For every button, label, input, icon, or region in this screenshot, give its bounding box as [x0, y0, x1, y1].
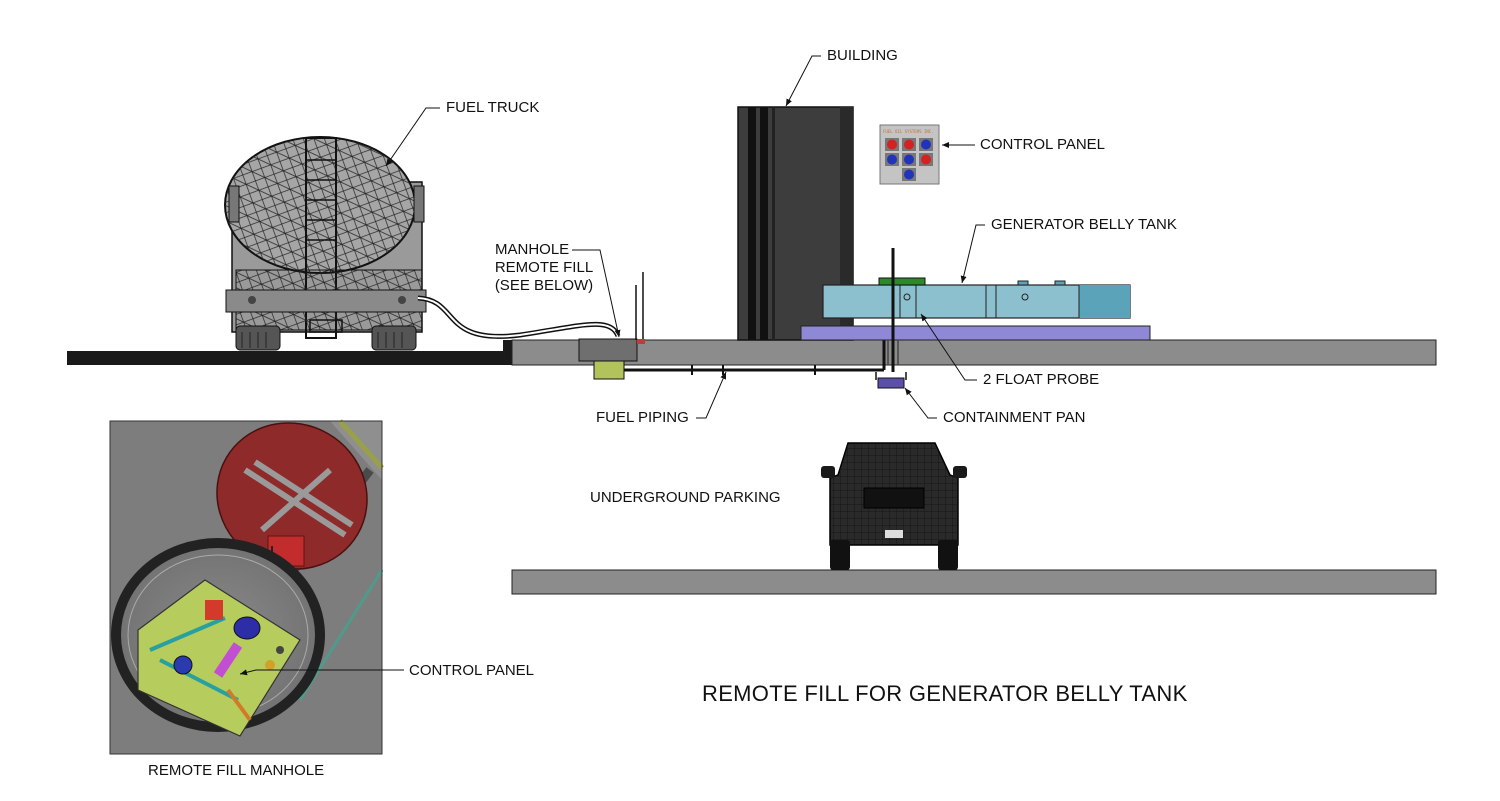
manhole-detail-icon — [110, 419, 384, 754]
label-generator-belly-tank: GENERATOR BELLY TANK — [991, 216, 1177, 233]
label-building: BUILDING — [827, 47, 898, 64]
label-containment-pan: CONTAINMENT PAN — [943, 409, 1086, 426]
curb — [503, 340, 513, 365]
detail-frame — [109, 420, 383, 755]
fuel-truck-icon — [224, 136, 427, 351]
label-manhole: MANHOLE REMOTE FILL (SEE BELOW) — [486, 241, 602, 295]
panel-legend: FUEL OIL SYSTEMS INC. — [883, 129, 934, 134]
label-remote-fill-manhole: REMOTE FILL MANHOLE — [148, 762, 325, 779]
label-control-panel: CONTROL PANEL — [980, 136, 1106, 153]
manhole-remote-fill — [578, 272, 645, 380]
leader-lines — [239, 55, 985, 676]
diagram-title: REMOTE FILL FOR GENERATOR BELLY TANK — [702, 681, 1188, 706]
control-panel-icon: FUEL OIL SYSTEMS INC. — [879, 124, 940, 185]
label-manhole-line1: MANHOLE — [495, 241, 570, 258]
label-two-float-probe: 2 FLOAT PROBE — [983, 371, 1100, 388]
label-manhole-line3: (SEE BELOW) — [494, 277, 594, 294]
asphalt-road — [67, 351, 503, 365]
fill-hose — [417, 295, 621, 339]
label-fuel-truck: FUEL TRUCK — [446, 99, 540, 116]
containment-pan — [877, 377, 905, 389]
label-fuel-piping: FUEL PIPING — [596, 409, 689, 426]
label-manhole-line2: REMOTE FILL — [494, 259, 594, 276]
car-icon — [821, 442, 967, 570]
tank-base — [800, 325, 1151, 341]
ground-slab — [511, 339, 1437, 366]
generator-belly-tank — [822, 277, 1131, 319]
label-underground-parking: UNDERGROUND PARKING — [590, 489, 781, 506]
parking-floor-slab — [511, 569, 1437, 595]
label-control-panel-detail: CONTROL PANEL — [409, 662, 535, 679]
